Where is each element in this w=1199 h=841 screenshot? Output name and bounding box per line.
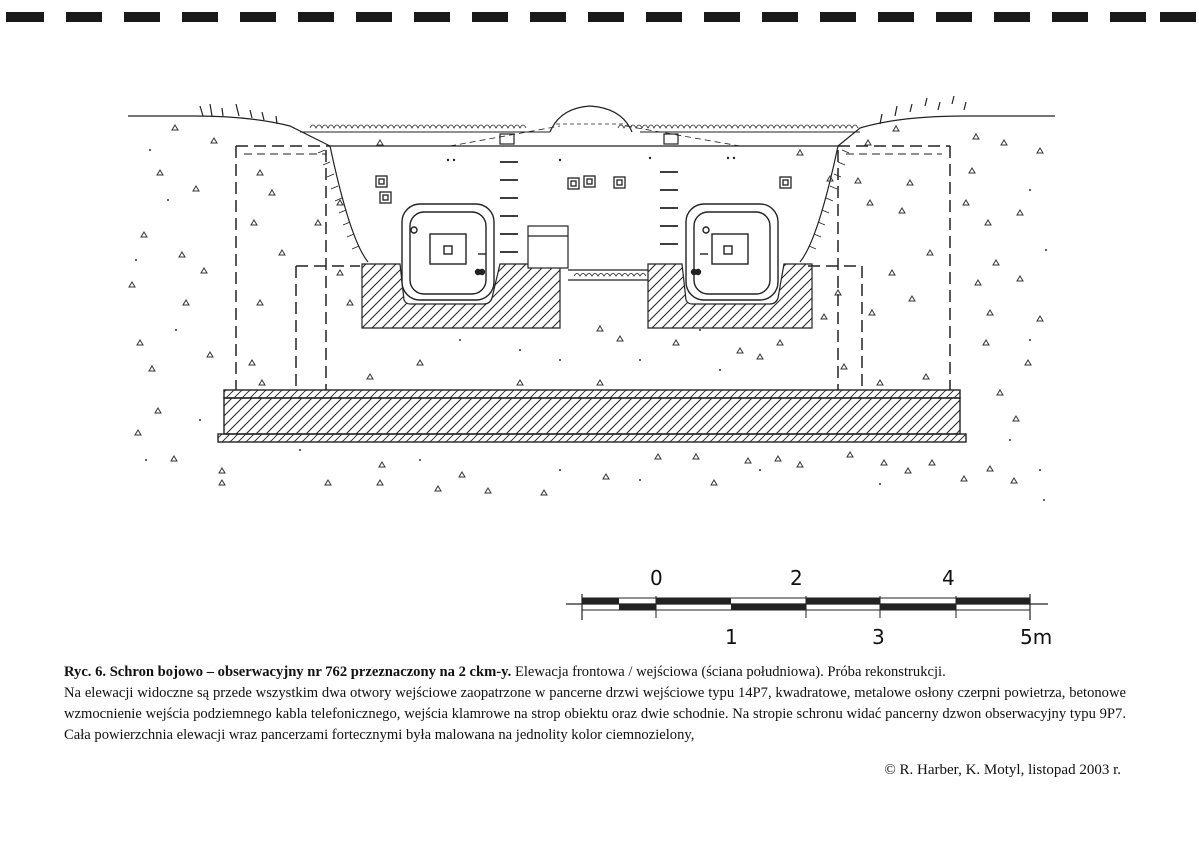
entrance-left-concrete [361, 263, 561, 329]
soil-dots [135, 149, 1047, 501]
air-intake-covers [375, 175, 792, 204]
copyright-line: © R. Harber, K. Motyl, listopad 2003 r. [884, 762, 1121, 778]
scale-label-4: 4 [942, 566, 955, 590]
armored-door-right [685, 203, 779, 301]
caption-subtitle: Elewacja frontowa / wejściowa (ściana po… [511, 664, 946, 680]
scale-label-3: 3 [872, 625, 885, 649]
scale-label-0: 0 [650, 566, 663, 590]
registration-marks [6, 12, 1196, 22]
facade-marks [446, 156, 736, 162]
scale-bar: 0 2 4 1 3 5m [566, 566, 1052, 649]
embankment-slopes [317, 145, 850, 263]
cable-entry-reinforcement [527, 225, 648, 281]
armored-door-left [401, 203, 495, 301]
observation-bell [449, 105, 741, 147]
entrance-right-concrete [647, 263, 813, 329]
ground-surface [128, 95, 1055, 147]
caption-title: Ryc. 6. Schron bojowo – obserwacyjny nr … [64, 664, 512, 680]
scale-label-1: 1 [725, 625, 738, 649]
scale-label-5m: 5m [1020, 625, 1052, 649]
roof-ladder-hatches [499, 133, 679, 145]
caption-body: Na elewacji widoczne są przede wszystkim… [64, 685, 1126, 743]
foundation-slab [217, 389, 967, 443]
figure-caption: Ryc. 6. Schron bojowo – obserwacyjny nr … [64, 662, 1126, 746]
soil-texture [128, 124, 1044, 496]
hidden-outlines [235, 145, 951, 390]
scale-label-2: 2 [790, 566, 803, 590]
climbing-rungs [500, 161, 678, 253]
